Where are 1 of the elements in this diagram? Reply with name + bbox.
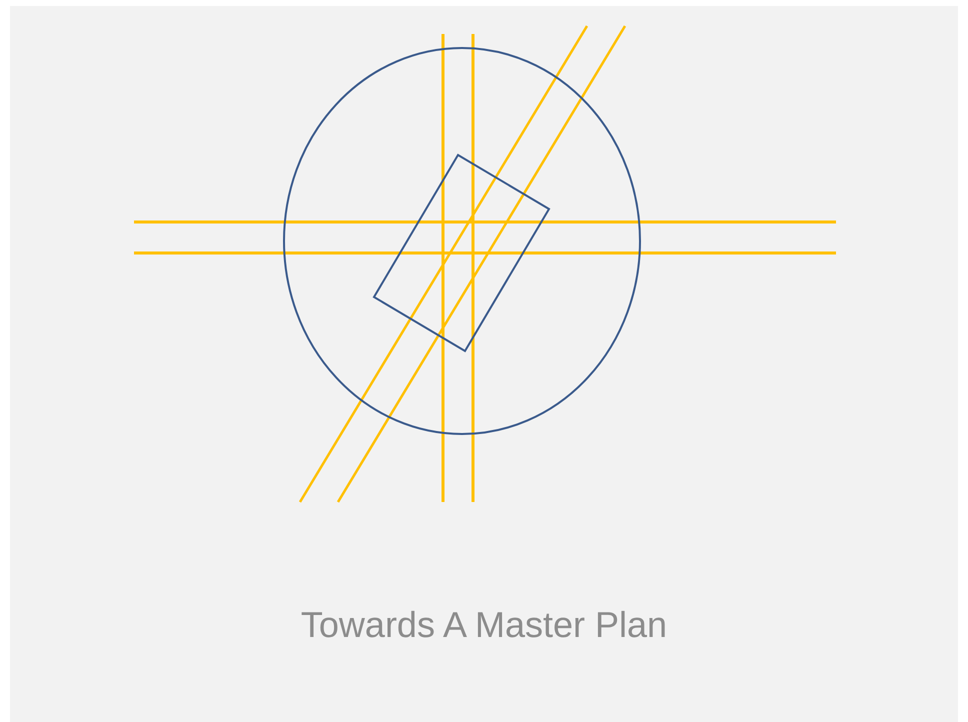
caption: Towards A Master Plan [300,604,668,646]
